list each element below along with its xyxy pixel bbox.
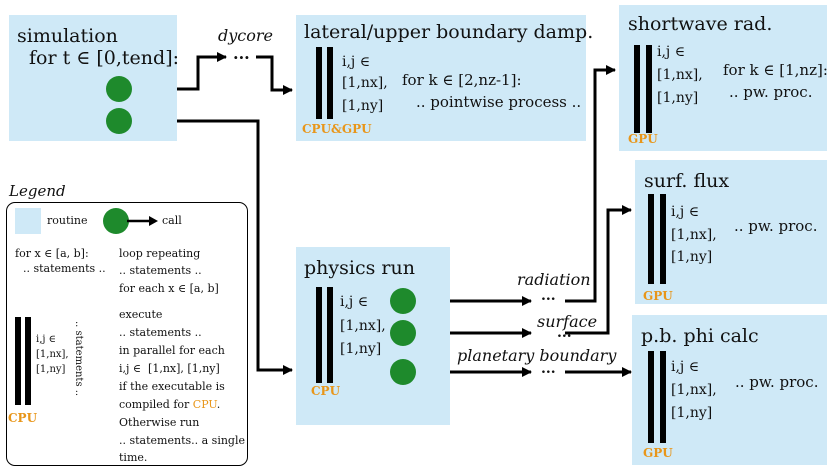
pbphi-title: p.b. phi calc — [641, 325, 759, 347]
arrow-dycore-to-damp — [256, 55, 293, 95]
physics-index-2: [1,nx], — [340, 318, 386, 334]
legend-par-desc-7: Otherwise run — [119, 416, 200, 429]
dycore-ellipsis: ... — [233, 44, 250, 63]
pb-ellipsis: ... — [541, 361, 556, 377]
damp-parallel-bar-2 — [327, 47, 333, 119]
shortwave-index-1: i,j ∈ — [657, 44, 686, 60]
legend-call-label: call — [162, 214, 182, 227]
arrow-radiation-to-shortwave — [565, 65, 616, 303]
surfflux-device: GPU — [643, 289, 673, 303]
arrow-surface-to-surfflux — [565, 205, 632, 335]
damp-routine: lateral/upper boundary damp. i,j ∈ [1,nx… — [296, 15, 593, 141]
legend-par-desc-6c: . — [216, 398, 221, 411]
legend-par-index-3: [1,ny] — [36, 364, 66, 375]
shortwave-device: GPU — [628, 132, 658, 146]
damp-device: CPU&GPU — [302, 122, 372, 136]
legend-par-desc-8: .. statements.. a single — [119, 434, 245, 447]
shortwave-parallel-bar-2 — [646, 45, 652, 133]
legend: routine call for x ∈ [a, b]: .. statemen… — [6, 202, 248, 466]
surfflux-title: surf. flux — [644, 170, 730, 192]
radiation-ellipsis: ... — [541, 288, 556, 304]
surfflux-parallel-bar-2 — [660, 194, 666, 284]
legend-par-desc-6: compiled for CPU. — [119, 399, 220, 410]
legend-loop-syntax-1: for x ∈ [a, b]: — [15, 247, 89, 260]
legend-loop-syntax-2: .. statements .. — [23, 262, 106, 275]
call-surface-dot — [390, 320, 416, 346]
call-pb-dot — [390, 359, 416, 385]
physics-index-3: [1,ny] — [340, 341, 382, 357]
legend-parallel-bar-1 — [15, 317, 21, 405]
physics-routine: physics run i,j ∈ [1,nx], [1,ny] CPU — [296, 247, 450, 425]
radiation-label: radiation — [517, 270, 591, 289]
legend-title: Legend — [9, 182, 66, 200]
call-radiation-dot — [390, 288, 416, 314]
legend-par-desc-4: i,j ∈ [1,nx], [1,ny] — [119, 362, 220, 375]
legend-routine-swatch — [15, 208, 41, 234]
damp-loop: for k ∈ [2,nz-1]: — [402, 71, 522, 89]
shortwave-index-2: [1,nx], — [657, 67, 703, 83]
shortwave-parallel-bar-1 — [634, 45, 640, 133]
legend-loop-desc-3: for each x ∈ [a, b] — [119, 282, 219, 295]
pbphi-parallel-bar-1 — [648, 351, 654, 443]
legend-par-index-2: [1,nx], — [36, 349, 69, 360]
damp-title: lateral/upper boundary damp. — [304, 21, 594, 43]
legend-par-desc-5: if the executable is — [119, 380, 225, 393]
simulation-routine: simulation for t ∈ [0,tend]: — [9, 15, 180, 141]
arrow-sim-to-physics — [131, 119, 293, 375]
pbphi-index-2: [1,nx], — [671, 382, 717, 398]
simulation-loop: for t ∈ [0,tend]: — [29, 47, 180, 69]
physics-device: CPU — [311, 384, 341, 398]
pbphi-index-3: [1,ny] — [671, 405, 713, 421]
shortwave-loop: for k ∈ [1,nz]: — [723, 61, 828, 79]
pbphi-device: GPU — [643, 446, 673, 460]
damp-body: .. pointwise process .. — [416, 93, 582, 111]
legend-par-desc-2: .. statements .. — [119, 326, 202, 339]
legend-call-dot — [103, 208, 129, 234]
surfflux-routine: surf. flux i,j ∈ [1,nx], [1,ny] .. pw. p… — [635, 160, 827, 304]
pbphi-body: .. pw. proc. — [735, 373, 819, 391]
legend-par-statements: .. statements .. — [73, 321, 84, 397]
surface-label: surface — [537, 312, 598, 331]
damp-parallel-bar-1 — [316, 47, 322, 119]
damp-index-1: i,j ∈ — [342, 54, 371, 70]
call-dycore-dot — [106, 76, 132, 102]
legend-par-desc-6b: CPU — [192, 398, 217, 411]
damp-index-2: [1,nx], — [342, 75, 388, 91]
legend-par-index-1: i,j ∈ — [36, 334, 57, 345]
legend-par-desc-3: in parallel for each — [119, 344, 225, 357]
damp-index-3: [1,ny] — [342, 98, 384, 114]
surfflux-index-1: i,j ∈ — [671, 204, 700, 220]
legend-loop-desc-2: .. statements .. — [119, 264, 202, 277]
surfflux-index-3: [1,ny] — [671, 249, 713, 265]
legend-loop-desc-1: loop repeating — [119, 247, 201, 260]
physics-title: physics run — [304, 257, 415, 279]
pbphi-index-1: i,j ∈ — [671, 359, 700, 375]
simulation-title: simulation — [17, 25, 118, 47]
legend-parallel-bar-2 — [25, 317, 31, 405]
legend-routine-label: routine — [47, 214, 88, 227]
shortwave-body: .. pw. proc. — [729, 83, 813, 101]
legend-par-desc-6a: compiled for — [119, 398, 193, 411]
physics-index-1: i,j ∈ — [340, 294, 369, 310]
planetary-boundary-label: planetary boundary — [457, 346, 617, 365]
legend-par-desc-9: time. — [119, 451, 148, 464]
physics-parallel-bar-1 — [316, 287, 322, 383]
physics-parallel-bar-2 — [327, 287, 333, 383]
surfflux-body: .. pw. proc. — [734, 217, 818, 235]
shortwave-routine: shortwave rad. i,j ∈ [1,nx], [1,ny] for … — [619, 5, 828, 151]
legend-par-desc-1: execute — [119, 308, 163, 321]
legend-par-device: CPU — [8, 411, 38, 425]
pbphi-routine: p.b. phi calc i,j ∈ [1,nx], [1,ny] .. pw… — [632, 315, 827, 465]
dycore-label: dycore — [218, 26, 273, 45]
surfflux-index-2: [1,nx], — [671, 227, 717, 243]
shortwave-index-3: [1,ny] — [657, 90, 699, 106]
pbphi-parallel-bar-2 — [660, 351, 666, 443]
shortwave-title: shortwave rad. — [628, 13, 773, 35]
surface-ellipsis: ... — [557, 325, 572, 341]
legend-call-arrow — [127, 216, 158, 226]
surfflux-parallel-bar-1 — [648, 194, 654, 284]
call-physics-dot — [106, 108, 132, 134]
